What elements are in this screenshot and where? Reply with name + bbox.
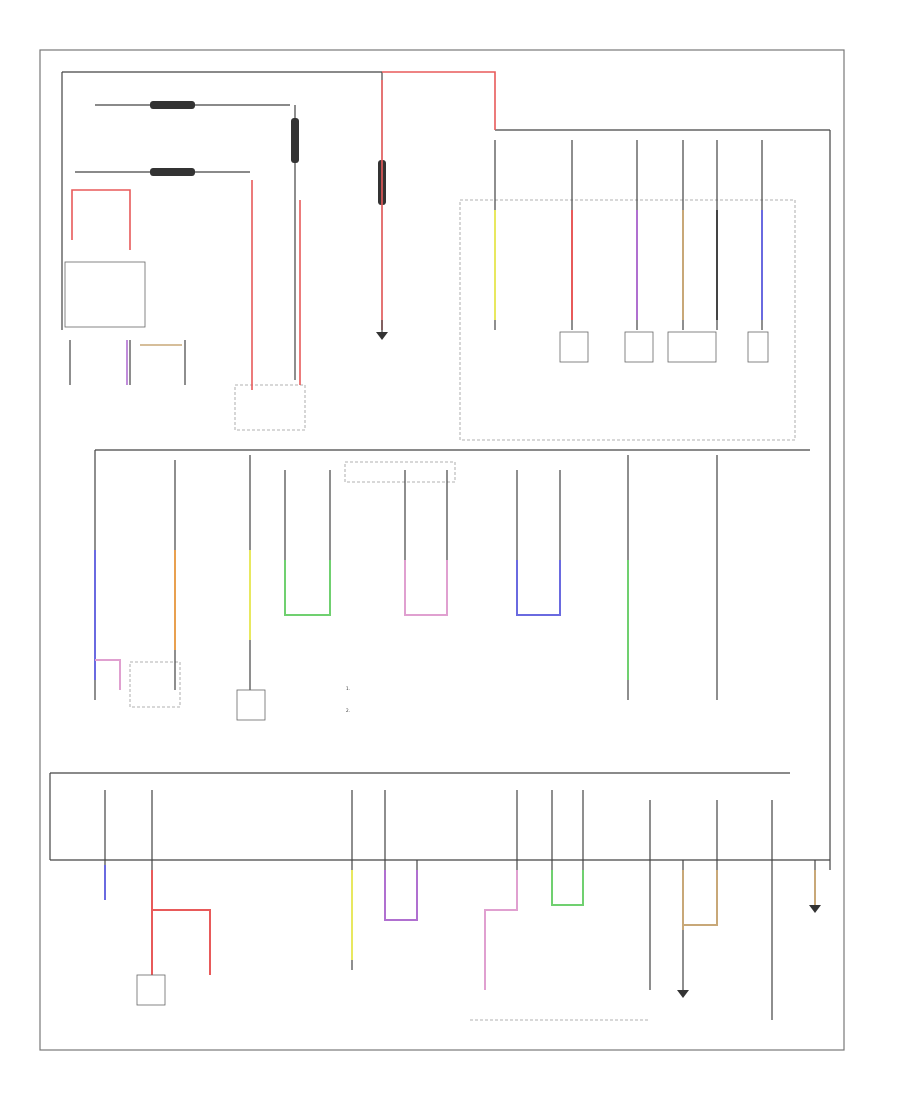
top-right-colored-wires (494, 210, 763, 320)
relay-block-left (64, 261, 186, 385)
fusible-link-vertical-1 (291, 105, 299, 380)
module-outlines (129, 199, 796, 1021)
bus-lines (49, 71, 831, 870)
ground-bottom (677, 905, 821, 998)
note-1: 1. (346, 686, 350, 691)
top-right-fuse-branches (494, 140, 763, 330)
fusible-link-lower (75, 168, 250, 176)
top-right-component-boxes (559, 331, 769, 363)
note-2: 2. (346, 708, 350, 713)
page-frame (39, 49, 845, 1051)
middle-colored-wires (94, 550, 629, 690)
middle-component-boxes (236, 689, 266, 721)
red-wires-top (71, 71, 496, 390)
bottom-component-boxes (136, 974, 166, 1006)
bottom-colored-wires (104, 865, 816, 990)
bottom-fuse-branches (104, 790, 816, 1020)
ground-top-center (376, 320, 388, 340)
fusible-link-upper (95, 101, 290, 109)
notes-legend: 1. 2. (346, 686, 350, 713)
